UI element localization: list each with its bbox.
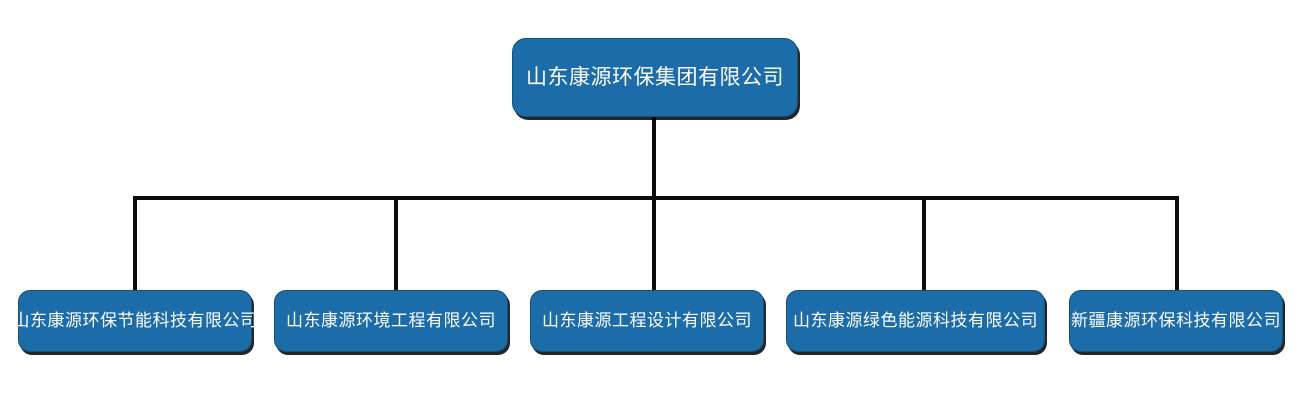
connector-drop-child-5 bbox=[1175, 196, 1179, 292]
org-node-child-1-label: 山东康源环保节能科技有限公司 bbox=[12, 310, 258, 331]
org-node-child-4-label: 山东康源绿色能源科技有限公司 bbox=[793, 310, 1038, 331]
connector-drop-child-4 bbox=[922, 196, 926, 292]
connector-horizontal-bus bbox=[133, 196, 1179, 200]
org-node-child-2-label: 山东康源环境工程有限公司 bbox=[286, 310, 496, 331]
org-node-root-label: 山东康源环保集团有限公司 bbox=[526, 64, 784, 89]
org-node-child-2[interactable]: 山东康源环境工程有限公司 bbox=[274, 290, 508, 352]
connector-drop-child-3 bbox=[652, 196, 656, 292]
org-node-child-3[interactable]: 山东康源工程设计有限公司 bbox=[530, 290, 764, 352]
org-node-root[interactable]: 山东康源环保集团有限公司 bbox=[512, 38, 798, 117]
connector-root-stem bbox=[652, 117, 656, 200]
org-node-child-3-label: 山东康源工程设计有限公司 bbox=[542, 310, 752, 331]
connector-drop-child-2 bbox=[394, 196, 398, 292]
org-node-child-5-label: 新疆康源环保科技有限公司 bbox=[1071, 310, 1281, 331]
connector-drop-child-1 bbox=[133, 196, 137, 292]
org-node-child-4[interactable]: 山东康源绿色能源科技有限公司 bbox=[786, 290, 1045, 352]
org-node-child-1[interactable]: 山东康源环保节能科技有限公司 bbox=[13, 290, 257, 352]
org-node-child-5[interactable]: 新疆康源环保科技有限公司 bbox=[1069, 290, 1283, 352]
